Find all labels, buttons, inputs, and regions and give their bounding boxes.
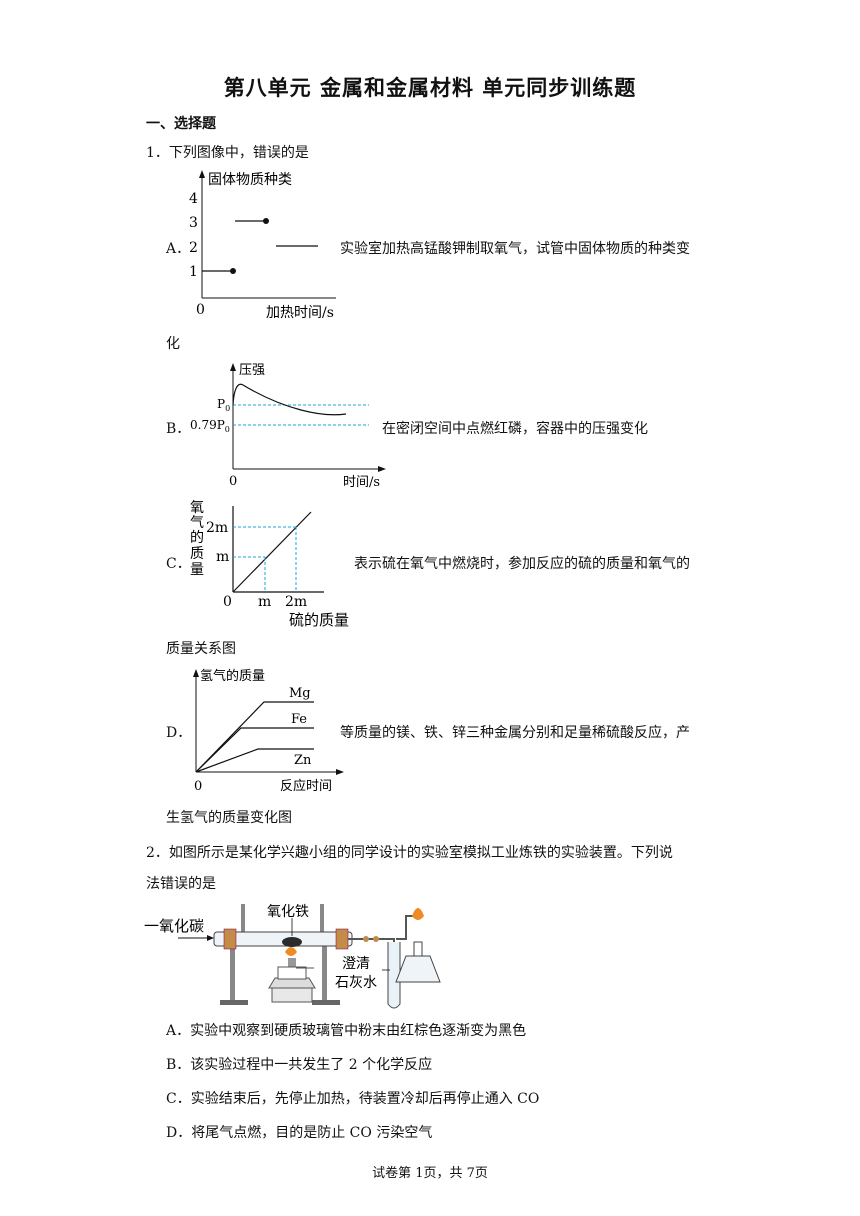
series-zn-label: Zn (294, 753, 312, 768)
test-tube (387, 942, 401, 1009)
y-tick-m: m (216, 549, 229, 565)
series-zn-line (195, 748, 314, 773)
y-tick-4: 4 (189, 191, 198, 207)
q1-option-d-text-cont: 生氢气的质量变化图 (166, 810, 292, 826)
q2-option-c[interactable]: C．实验结束后，先停止加热，待装置冷却后再停止通入 CO (166, 1091, 540, 1107)
y-tick-2: 2 (189, 240, 198, 256)
right-clamp-rod (320, 904, 324, 934)
x-axis-label: 反应时间 (280, 778, 332, 794)
y-axis-label: 压强 (239, 363, 265, 378)
y-tick-2m: 2m (206, 520, 228, 536)
y-axis-arrow (193, 669, 199, 677)
limewater-label-2: 石灰水 (335, 975, 377, 991)
origin-label: 0 (223, 594, 232, 610)
q1-option-c-text: 表示硫在氧气中燃烧时，参加反应的硫的质量和氧气的 (354, 556, 690, 572)
exhaust-tube (396, 915, 416, 940)
series-mg-label: Mg (289, 686, 311, 701)
wire-gauze (277, 966, 307, 980)
q1-option-c-text-cont: 质量关系图 (166, 641, 236, 657)
q1-option-b-chart: 压强 P0 0.79P0 0 时间/s (190, 363, 386, 488)
exhaust-lamp-neck (413, 941, 423, 957)
y-axis-label: 固体物质种类 (208, 172, 292, 188)
point-3 (263, 218, 269, 224)
q1-option-a-text: 实验室加热高锰酸钾制取氧气，试管中固体物质的种类变 (340, 241, 690, 257)
exhaust-flame (412, 908, 424, 920)
y-axis-arrow (230, 363, 236, 371)
q1-option-d-letter[interactable]: D． (166, 725, 192, 741)
origin-label: 0 (196, 302, 205, 318)
left-stopper (223, 928, 237, 950)
q1-option-d-text: 等质量的镁、铁、锌三种金属分别和足量稀硫酸反应，产 (340, 725, 690, 741)
relation-line (232, 511, 312, 593)
q2-option-d[interactable]: D．将尾气点燃，目的是防止 CO 污染空气 (166, 1125, 433, 1141)
burner-tube (288, 958, 296, 972)
left-stand-base (220, 1000, 248, 1005)
q1-option-b-text: 在密闭空间中点燃红磷，容器中的压强变化 (382, 421, 648, 437)
section-heading: 一、选择题 (146, 116, 216, 132)
page-title: 第八单元 金属和金属材料 单元同步训练题 (223, 75, 637, 100)
connector-2 (373, 936, 379, 942)
right-stand-rod (322, 936, 327, 1002)
arrow-head (207, 935, 214, 941)
y-label-char-3: 的 (190, 530, 204, 546)
q1-option-c-letter[interactable]: C． (166, 556, 191, 572)
x-axis-label: 硫的质量 (289, 611, 349, 629)
y-axis-arrow (199, 170, 205, 178)
q1-option-d-chart: 氢气的质量 Mg Fe Zn 0 反应时间 (193, 668, 344, 794)
q1-option-a-text-cont: 化 (166, 336, 180, 352)
y-label-char-1: 氧 (190, 500, 204, 516)
q1-option-b-letter[interactable]: B． (166, 421, 191, 437)
x-axis-label: 加热时间/s (266, 305, 334, 321)
q2-stem-line2: 法错误的是 (146, 876, 216, 892)
origin-label: 0 (229, 474, 237, 488)
iron-oxide-label: 氧化铁 (267, 904, 309, 920)
connector-1 (363, 936, 369, 942)
y-tick-1: 1 (189, 264, 198, 280)
q1-option-a-chart: 固体物质种类 4 3 2 1 0 加热时间/s (189, 170, 336, 321)
series-fe-line (195, 727, 314, 773)
x-axis-arrow (336, 769, 344, 775)
point-1 (230, 268, 236, 274)
right-stopper (335, 928, 349, 950)
pressure-curve (232, 383, 347, 416)
q2-option-b[interactable]: B．该实验过程中一共发生了 2 个化学反应 (166, 1057, 433, 1073)
x-axis-label: 时间/s (343, 475, 380, 488)
y-label-char-4: 质 (190, 546, 204, 562)
left-clamp-rod (241, 904, 245, 934)
p0-label: P0 (217, 397, 230, 413)
right-stand-base (312, 1000, 340, 1005)
q2-stem-line1: 2．如图所示是某化学兴趣小组的同学设计的实验室模拟工业炼铁的实验装置。下列说 (146, 845, 673, 861)
origin-label: 0 (194, 779, 202, 794)
left-stand-rod (230, 948, 235, 1002)
limewater-label-1: 澄清 (342, 956, 370, 972)
y-label-char-2: 气 (190, 515, 204, 531)
q2-apparatus-figure: 一氧化碳 氧化铁 澄清 石灰水 (144, 904, 441, 1009)
079p0-label: 0.79P0 (190, 418, 230, 434)
iron-oxide-powder (282, 937, 302, 947)
q1-option-a-letter[interactable]: A． (166, 241, 191, 257)
burner-flame (285, 947, 297, 956)
x-axis-arrow (378, 466, 386, 472)
q1-stem: 1．下列图像中，错误的是 (146, 145, 309, 161)
lamp-body (271, 987, 313, 1003)
series-mg-line (195, 701, 314, 773)
y-axis-label: 氢气的质量 (200, 668, 265, 684)
exhaust-lamp (395, 955, 441, 983)
q2-option-a[interactable]: A．实验中观察到硬质玻璃管中粉末由红棕色逐渐变为黑色 (166, 1023, 527, 1039)
q1-option-c-chart: 氧 气 的 质 量 2m m 0 m 2m 硫的质量 (190, 500, 349, 629)
x-tick-2m: 2m (285, 594, 307, 610)
x-tick-m: m (258, 594, 271, 610)
co-label: 一氧化碳 (144, 917, 204, 935)
y-tick-3: 3 (189, 215, 198, 231)
y-label-char-5: 量 (190, 562, 204, 578)
page-footer: 试卷第 1页，共 7页 (372, 1166, 488, 1181)
series-fe-label: Fe (291, 712, 307, 727)
